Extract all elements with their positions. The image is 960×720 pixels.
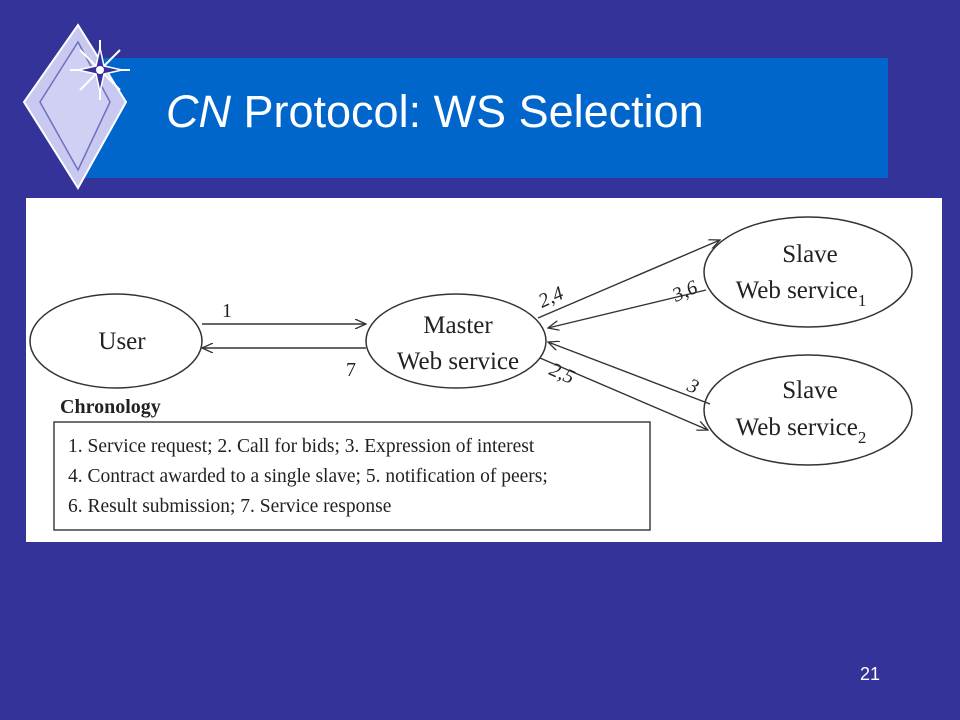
slide-number: 21 [859, 664, 881, 684]
slave2-node-label-line1: Slave [782, 377, 838, 404]
chronology-line: 1. Service request; 2. Call for bids; 3.… [68, 436, 535, 457]
edge-master-to-slave2 [539, 357, 708, 430]
edge-slave2-to-master [548, 342, 711, 405]
title-italic-part: CN [166, 86, 231, 137]
edge-label-7: 7 [346, 359, 356, 381]
slave1-node-label-line1: Slave [782, 241, 838, 268]
chronology-line: 4. Contract awarded to a single slave; 5… [68, 466, 548, 487]
chronology-line: 6. Result submission; 7. Service respons… [68, 496, 391, 517]
chronology-box [53, 421, 651, 531]
slave2-node-label-text: Web service [736, 414, 858, 441]
slave1-node-label-text: Web service [736, 277, 858, 304]
diamond-star-icon [22, 23, 130, 190]
slave1-node-subscript: 1 [858, 291, 867, 310]
edge-master-to-slave1 [537, 240, 720, 319]
user-node [29, 293, 203, 389]
slave2-node [703, 354, 913, 466]
master-node [365, 293, 547, 389]
chronology-heading: Chronology [60, 396, 161, 418]
master-node-label-line2: Web service [397, 348, 519, 375]
edge-label-3-6: 3,6 [668, 276, 701, 307]
user-node-label: User [98, 328, 146, 355]
slave1-node-label-line2: Web service1 [736, 277, 867, 310]
protocol-diagram: User Master Web service Slave Web servic… [26, 198, 942, 542]
slave2-node-label-line2: Web service2 [736, 414, 867, 447]
title-band: CN Protocol: WS Selection [78, 58, 888, 178]
diagram-canvas: User Master Web service Slave Web servic… [29, 216, 913, 531]
edge-label-3: 3 [683, 374, 702, 399]
edge-slave1-to-master [548, 289, 707, 328]
slave1-node [703, 216, 913, 328]
title-main-part: Protocol: WS Selection [231, 86, 704, 137]
master-node-label-line1: Master [423, 312, 493, 339]
slave2-node-subscript: 2 [858, 428, 867, 447]
edge-label-1: 1 [222, 300, 232, 322]
slide-title: CN Protocol: WS Selection [166, 86, 704, 138]
